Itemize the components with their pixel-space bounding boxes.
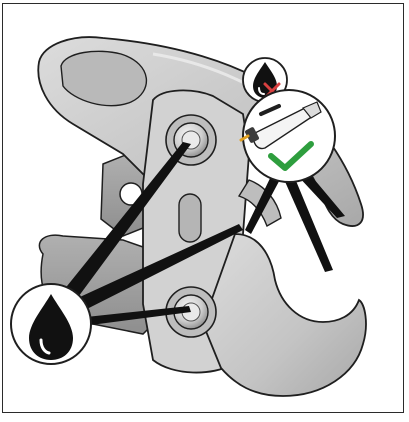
lubrication-pointers <box>59 142 243 326</box>
green-checkmark-icon <box>268 141 314 171</box>
press-jaw-illustration <box>10 36 367 397</box>
lubrication-point-callout <box>10 283 92 365</box>
grease-tube-ok-callout <box>239 89 336 183</box>
grease-tube-icon <box>239 101 322 150</box>
figure-frame <box>2 3 404 413</box>
